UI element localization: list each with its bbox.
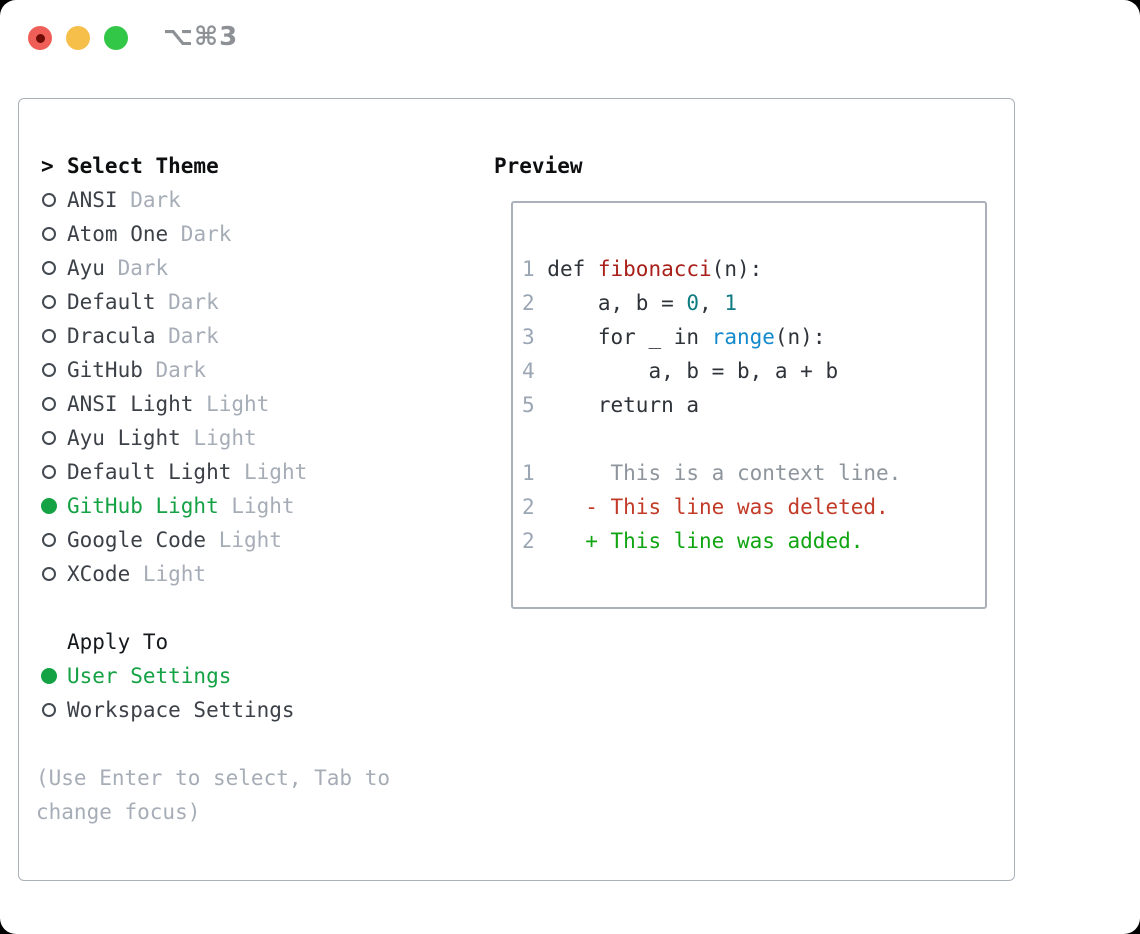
code-line [522, 422, 985, 456]
theme-variant-label: Dark [155, 290, 219, 314]
theme-variant-label: Dark [104, 256, 169, 280]
radio-unselected-icon [41, 329, 67, 343]
hint-line-2: change focus) [36, 800, 201, 824]
theme-option[interactable]: GitHub Light Light [41, 489, 390, 523]
radio-selected-icon [41, 668, 67, 684]
theme-variant-label: Dark [168, 222, 232, 246]
option-label: Google Code [67, 528, 207, 552]
code-line: 2 a, b = 0, 1 [522, 291, 737, 315]
theme-option[interactable]: XCode Light [41, 557, 390, 591]
apply-to-title: Apply To [67, 630, 169, 654]
theme-option[interactable]: Ayu Dark [41, 251, 390, 285]
code-line: 2 - This line was deleted. [522, 495, 889, 519]
code-line: 1 This is a context line. [522, 461, 902, 485]
radio-unselected-icon [41, 703, 67, 717]
theme-variant-label: Light [231, 460, 308, 484]
radio-unselected-icon [41, 227, 67, 241]
theme-variant-label: Light [130, 562, 207, 586]
theme-variant-label: Light [206, 528, 282, 552]
radio-selected-icon [41, 498, 67, 514]
close-button[interactable] [28, 26, 52, 50]
theme-variant-label: Light [193, 392, 270, 416]
code-line: 1 def fibonacci(n): [522, 257, 763, 281]
spacer [41, 591, 390, 625]
option-label: Workspace Settings [67, 698, 295, 722]
code-line: 2 + This line was added. [522, 529, 864, 553]
option-label: ANSI Light [67, 392, 194, 416]
theme-variant-label: Dark [142, 358, 207, 382]
theme-variant-label: Light [218, 494, 295, 518]
option-label: Ayu Light [67, 426, 181, 450]
code-preview: 1 def fibonacci(n): 2 a, b = 0, 1 3 for _ … [511, 201, 987, 609]
theme-option[interactable]: Ayu Light Light [41, 421, 390, 455]
select-theme-title: Select Theme [67, 154, 219, 178]
hint-line-1: (Use Enter to select, Tab to [36, 766, 391, 790]
minimize-button[interactable] [66, 26, 90, 50]
theme-option[interactable]: Default Light Light [41, 455, 390, 489]
preview-title: Preview [494, 154, 583, 178]
theme-variant-label: Dark [117, 188, 181, 212]
code-line: 4 a, b = b, a + b [522, 359, 839, 383]
theme-option[interactable]: Default Dark [41, 285, 390, 319]
window-title: ⌥⌘3 [163, 22, 239, 52]
option-label: Dracula [67, 324, 156, 348]
theme-option[interactable]: ANSI Dark [41, 183, 390, 217]
theme-option[interactable]: GitHub Dark [41, 353, 390, 387]
selection-cursor: > [41, 154, 54, 178]
title-bar: ⌥⌘3 [0, 0, 1140, 76]
zoom-button[interactable] [104, 26, 128, 50]
option-label: Default [67, 290, 156, 314]
code-line: 3 for _ in range(n): [522, 325, 826, 349]
option-label: GitHub Light [67, 494, 219, 518]
apply-to-header: Apply To [41, 625, 390, 659]
option-label: User Settings [67, 664, 232, 688]
radio-unselected-icon [41, 363, 67, 377]
theme-option[interactable]: Atom One Dark [41, 217, 390, 251]
select-theme-header: > Select Theme [41, 149, 390, 183]
unsaved-dot [35, 33, 45, 43]
radio-unselected-icon [41, 465, 67, 479]
option-label: Default Light [67, 460, 232, 484]
radio-unselected-icon [41, 261, 67, 275]
radio-unselected-icon [41, 533, 67, 547]
option-label: Ayu [67, 256, 105, 280]
apply-to-option[interactable]: Workspace Settings [41, 693, 390, 727]
radio-unselected-icon [41, 193, 67, 207]
apply-to-option[interactable]: User Settings [41, 659, 390, 693]
option-label: GitHub [67, 358, 143, 382]
radio-unselected-icon [41, 397, 67, 411]
radio-unselected-icon [41, 431, 67, 445]
theme-variant-label: Light [180, 426, 257, 450]
code-lines: 1 def fibonacci(n): 2 a, b = 0, 1 3 for _ … [522, 252, 985, 558]
theme-option[interactable]: Dracula Dark [41, 319, 390, 353]
radio-unselected-icon [41, 567, 67, 581]
theme-option[interactable]: Google Code Light [41, 523, 390, 557]
traffic-lights [28, 26, 128, 50]
radio-unselected-icon [41, 295, 67, 309]
spacer [41, 727, 390, 761]
option-label: ANSI [67, 188, 118, 212]
theme-option[interactable]: ANSI Light Light [41, 387, 390, 421]
theme-variant-label: Dark [155, 324, 219, 348]
code-line: 5 return a [522, 393, 700, 417]
option-label: Atom One [67, 222, 169, 246]
keyboard-hint: (Use Enter to select, Tab to change focu… [36, 761, 390, 829]
option-label: XCode [67, 562, 131, 586]
